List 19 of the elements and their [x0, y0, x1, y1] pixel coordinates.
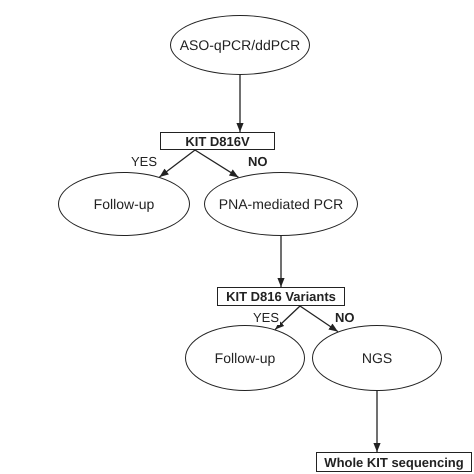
arrow — [373, 391, 381, 452]
decision-box: KIT D816 Variants — [217, 287, 345, 306]
edge-label: NO — [247, 154, 268, 169]
process-ellipse: PNA-mediated PCR — [204, 172, 358, 236]
arrow — [159, 149, 196, 178]
edge-label: NO — [334, 310, 356, 325]
decision-box: Whole KIT sequencing — [316, 452, 472, 472]
arrow — [236, 75, 244, 132]
process-ellipse: Follow-up — [58, 172, 190, 236]
process-ellipse: ASO-qPCR/ddPCR — [170, 15, 310, 75]
edge-label: YES — [130, 154, 158, 169]
arrow — [300, 305, 338, 332]
process-ellipse: Follow-up — [185, 325, 305, 391]
decision-box: KIT D816V — [160, 132, 275, 150]
process-ellipse: NGS — [312, 325, 442, 391]
arrow — [277, 236, 285, 287]
edge-label: YES — [252, 310, 280, 325]
arrow — [194, 149, 239, 178]
arrow — [274, 306, 300, 330]
